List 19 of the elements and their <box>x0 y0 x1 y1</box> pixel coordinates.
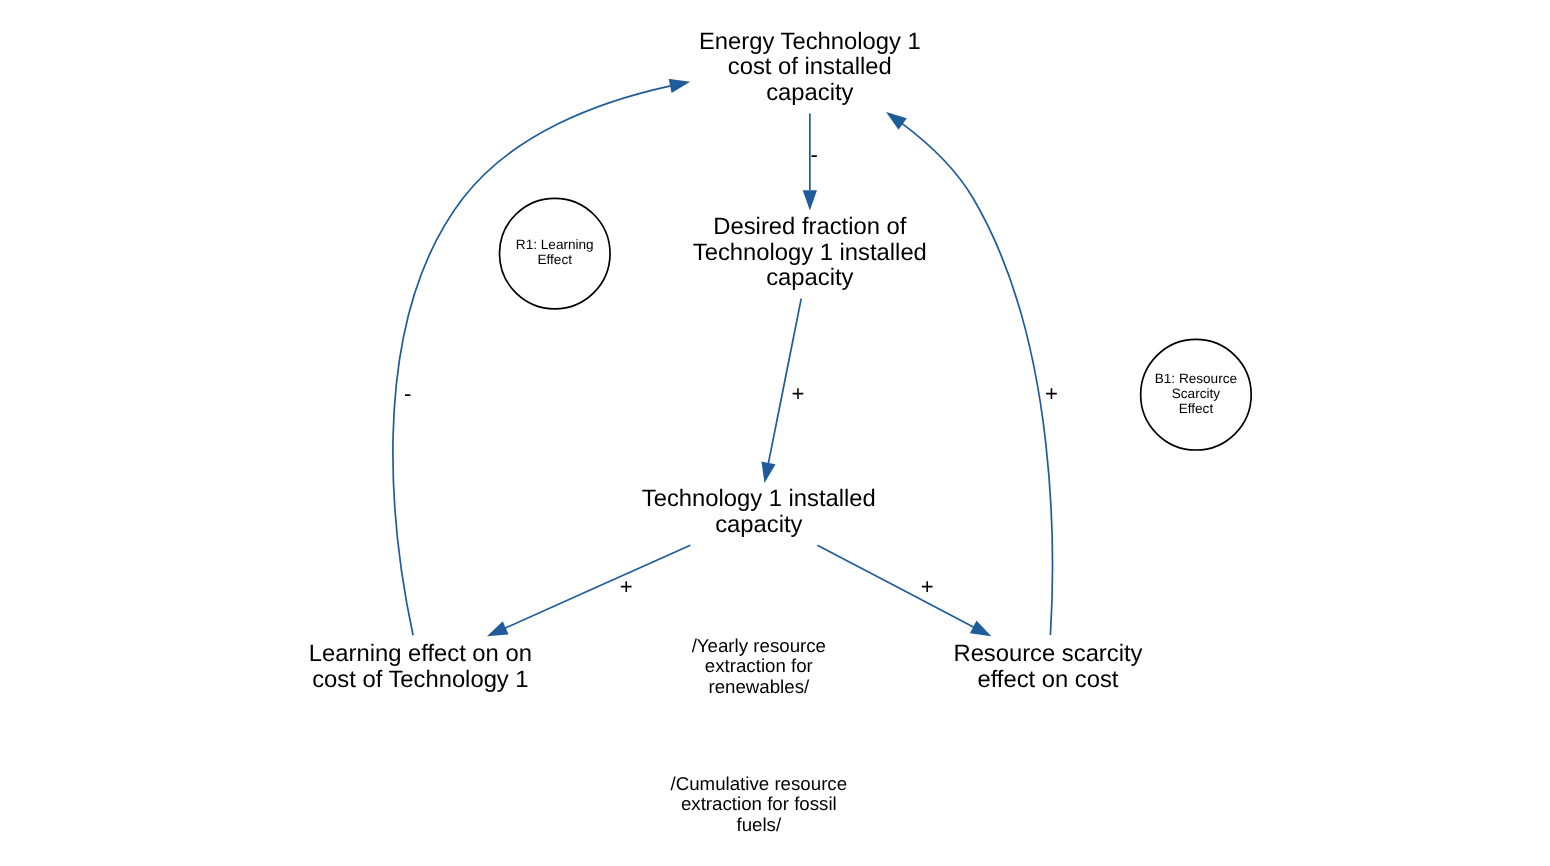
edge-label: + <box>1044 382 1058 407</box>
node-text: Resource scarcity effect on cost <box>953 639 1143 693</box>
node-text: Technology 1 installed capacity <box>641 484 876 538</box>
edge-label: + <box>791 382 805 407</box>
arrow <box>392 78 691 637</box>
edge-label: - <box>403 382 412 407</box>
label: /Yearly resource extraction for renewables/ <box>691 636 827 697</box>
edge-label: + <box>619 575 633 600</box>
arrow <box>487 544 692 637</box>
node-text: Learning effect on on cost of Technology 1 <box>308 639 532 693</box>
arrow <box>761 297 803 483</box>
arrow <box>816 544 992 637</box>
edge-label: + <box>920 575 934 600</box>
node-text: Energy Technology 1 cost of installed capacity <box>699 26 921 106</box>
edge-label: - <box>810 143 818 168</box>
arrow <box>802 112 817 211</box>
node-text: Desired fraction of Technology 1 installed capacity <box>692 212 927 292</box>
arrow <box>886 112 1054 636</box>
label: /Cumulative resource extraction for fossil fuels/ <box>670 773 848 835</box>
